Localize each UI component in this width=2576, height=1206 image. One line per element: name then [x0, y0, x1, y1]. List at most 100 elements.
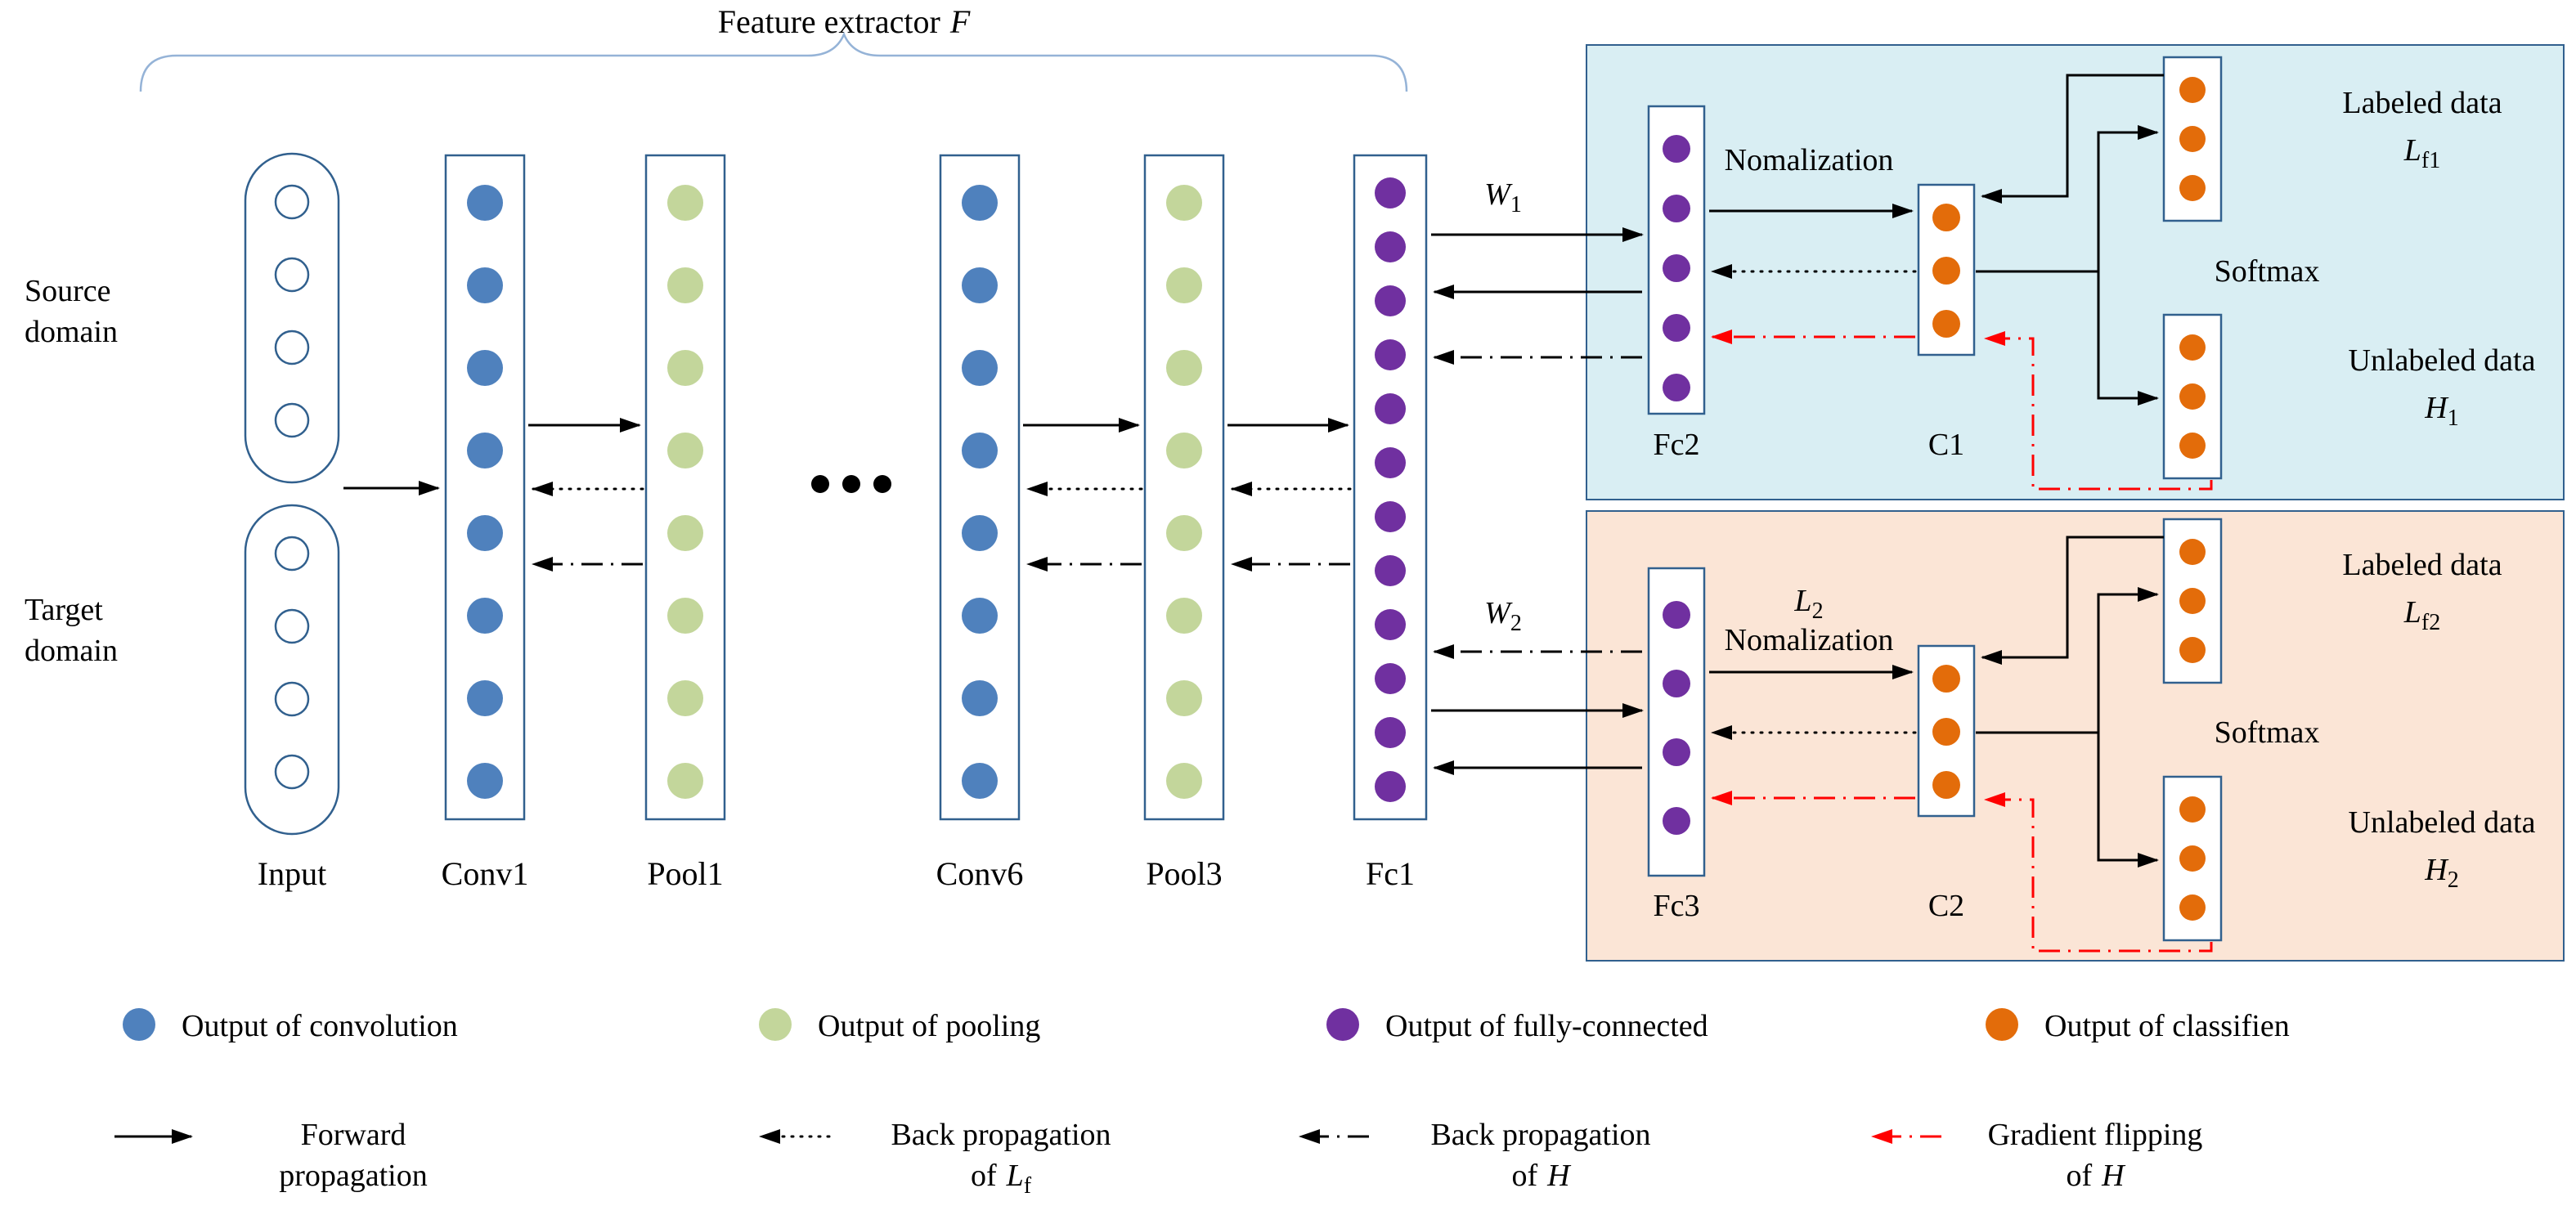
node-circle: [1166, 350, 1202, 386]
node-circle: [667, 598, 703, 634]
node-circle: [2179, 77, 2206, 103]
node-circle: [667, 267, 703, 303]
ellipsis: [811, 475, 891, 493]
node-circle: [1375, 447, 1406, 478]
legend-forward-label-2: propagation: [279, 1159, 428, 1193]
unlabeled-data-nodes-target: [2179, 796, 2206, 921]
connector-softmax-to-unlabeled-target: [2097, 733, 2159, 868]
ellipsis-dot: [842, 475, 860, 493]
softmax-label-source: Softmax: [2215, 254, 2320, 289]
node-circle: [667, 185, 703, 221]
node-circle: [467, 515, 503, 551]
node-circle: [2179, 637, 2206, 663]
conv6-box: [939, 154, 1021, 821]
node-circle: [1932, 718, 1960, 746]
node-circle: [667, 433, 703, 469]
node-circle: [467, 680, 503, 716]
node-circle: [274, 257, 310, 293]
node-circle: [1932, 204, 1960, 231]
ellipsis-dot: [873, 475, 891, 493]
node-circle: [1375, 771, 1406, 802]
legend-back-h-label-1: Back propagation: [1430, 1118, 1650, 1152]
node-circle: [274, 402, 310, 438]
unlabeled-data-symbol-target: H2: [2424, 853, 2458, 893]
node-circle: [2179, 334, 2206, 361]
input-source-capsule: [244, 152, 340, 484]
legend-gradient-flip-label-1: Gradient flipping: [1988, 1118, 2203, 1152]
node-circle: [1166, 598, 1202, 634]
c1-nodes: [1932, 204, 1960, 338]
node-circle: [1375, 717, 1406, 748]
c2-nodes: [1932, 665, 1960, 799]
labeled-data-symbol-source: Lf1: [2403, 133, 2440, 173]
node-circle: [1375, 339, 1406, 370]
node-circle: [2179, 433, 2206, 459]
target-panel: [1586, 510, 2565, 962]
pool1-label: Pool1: [647, 855, 723, 892]
fc3-nodes: [1663, 601, 1690, 835]
conv1-box: [444, 154, 526, 821]
input-label: Input: [258, 855, 326, 892]
legend-label-classifier: Output of classifien: [2044, 1009, 2290, 1043]
l2-label: L2: [1793, 584, 1823, 624]
node-circle: [1375, 393, 1406, 424]
legend-label-convolution: Output of convolution: [182, 1009, 458, 1043]
node-circle: [2179, 845, 2206, 872]
node-circle: [1932, 310, 1960, 338]
node-circle: [467, 433, 503, 469]
connector-softmax-to-labeled-source: [2097, 125, 2159, 271]
node-circle: [1663, 135, 1690, 163]
node-circle: [2179, 796, 2206, 823]
node-circle: [1663, 807, 1690, 835]
legend-back-lf-label-1: Back propagation: [891, 1118, 1111, 1152]
connector-gradient-flip-to-c2: [1984, 792, 2213, 953]
c1-label: C1: [1928, 428, 1964, 462]
node-circle: [1166, 763, 1202, 799]
legend-dot-classifier: [1986, 1008, 2018, 1041]
node-circle: [467, 267, 503, 303]
pool1-nodes: [667, 185, 703, 799]
fc3-label: Fc3: [1654, 889, 1700, 923]
node-circle: [2179, 126, 2206, 152]
pool3-box: [1143, 154, 1225, 821]
normalization-label-source: Nomalization: [1725, 143, 1894, 177]
connector-labeled-to-c2: [1981, 536, 2164, 665]
normalization-label-target: Nomalization: [1725, 623, 1894, 657]
node-circle: [2179, 894, 2206, 921]
node-circle: [1375, 177, 1406, 208]
legend-label-fully-connected: Output of fully-connected: [1385, 1009, 1708, 1043]
source-domain-label-1: Source: [25, 274, 111, 308]
fc1-nodes: [1375, 177, 1406, 802]
node-circle: [1663, 195, 1690, 222]
node-circle: [467, 598, 503, 634]
node-circle: [962, 267, 998, 303]
input-target-capsule: [244, 504, 340, 836]
node-circle: [2179, 539, 2206, 565]
node-circle: [1375, 609, 1406, 640]
node-circle: [467, 350, 503, 386]
node-circle: [1663, 314, 1690, 342]
fc1-label: Fc1: [1366, 855, 1415, 892]
labeled-data-label-source: Labeled data: [2342, 86, 2502, 120]
node-circle: [274, 608, 310, 644]
fc2-label: Fc2: [1654, 428, 1700, 462]
node-circle: [962, 598, 998, 634]
labeled-data-symbol-target: Lf2: [2403, 595, 2440, 635]
node-circle: [274, 330, 310, 365]
pool3-label: Pool3: [1146, 855, 1222, 892]
node-circle: [467, 185, 503, 221]
node-circle: [274, 536, 310, 572]
unlabeled-data-label-source: Unlabeled data: [2349, 343, 2536, 378]
node-circle: [1932, 665, 1960, 693]
node-circle: [667, 763, 703, 799]
feature-extractor-brace: [139, 31, 1408, 92]
target-domain-label-1: Target: [25, 593, 103, 627]
node-circle: [274, 754, 310, 790]
labeled-data-nodes-source: [2179, 77, 2206, 201]
softmax-label-target: Softmax: [2215, 715, 2320, 750]
unlabeled-data-symbol-source: H1: [2424, 391, 2458, 431]
